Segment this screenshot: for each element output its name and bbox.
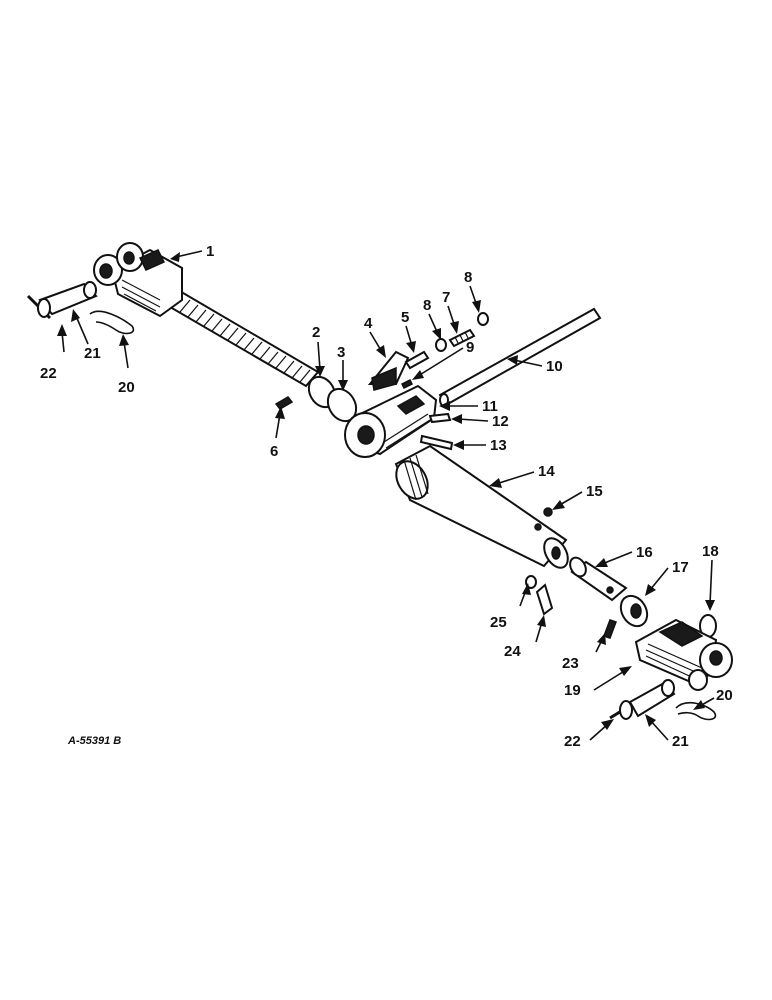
- part-19-lower-yoke: [634, 618, 733, 691]
- callout-3: 3: [337, 344, 345, 361]
- part-4-latch: [367, 350, 410, 391]
- callout-1: 1: [206, 243, 214, 260]
- callout-18: 18: [702, 543, 719, 560]
- callout-labels: 1 22 21 20 6 2 3 4 5 8 7 8 9 10 11 12 13…: [40, 243, 733, 750]
- callout-16: 16: [636, 544, 653, 561]
- part-20-hairpin-lower: [675, 701, 717, 721]
- callout-8-left: 8: [423, 297, 431, 314]
- thread-hatching: [179, 299, 311, 383]
- callout-8-right: 8: [464, 269, 472, 286]
- callout-7: 7: [442, 289, 450, 306]
- callout-23: 23: [562, 655, 579, 672]
- callout-20-upper: 20: [118, 379, 135, 396]
- leader-lines: [57, 250, 715, 741]
- part-11-housing: [344, 384, 438, 458]
- part-21-pin-lower: [628, 679, 676, 718]
- part-14-tube: [394, 444, 569, 569]
- callout-21-upper: 21: [84, 345, 101, 362]
- callout-6: 6: [270, 443, 278, 460]
- part-10-rod: [438, 307, 602, 407]
- callout-12: 12: [492, 413, 509, 430]
- part-13-pin: [419, 434, 454, 451]
- part-8-washer-right: [477, 312, 489, 326]
- callout-25: 25: [490, 614, 507, 631]
- part-23-pin: [603, 619, 617, 639]
- callout-9: 9: [466, 339, 474, 356]
- part-6-key: [274, 396, 294, 410]
- part-16-pin: [569, 556, 628, 602]
- callout-2: 2: [312, 324, 320, 341]
- callout-24: 24: [504, 643, 521, 660]
- callout-20-lower: 20: [716, 687, 733, 704]
- part-24-pin: [535, 583, 554, 616]
- part-17-bushing: [619, 594, 649, 628]
- callout-17: 17: [672, 559, 689, 576]
- callout-22-lower: 22: [564, 733, 581, 750]
- callout-5: 5: [401, 309, 409, 326]
- part-9-pin: [400, 378, 414, 390]
- callout-13: 13: [490, 437, 507, 454]
- drawing-code: A-55391 B: [67, 735, 121, 747]
- part-8-washer-left: [435, 338, 447, 352]
- part-22-handle-upper: [26, 294, 52, 320]
- callout-4: 4: [364, 315, 373, 332]
- callout-19: 19: [564, 682, 581, 699]
- part-12-pin: [428, 412, 452, 424]
- callout-22-upper: 22: [40, 365, 57, 382]
- callout-14: 14: [538, 463, 555, 480]
- callout-10: 10: [546, 358, 563, 375]
- callout-15: 15: [586, 483, 603, 500]
- callout-11: 11: [482, 398, 498, 415]
- part-1-upper-yoke: [93, 242, 320, 388]
- part-7-spring: [448, 328, 476, 348]
- callout-21-lower: 21: [672, 733, 689, 750]
- part-5-pin: [404, 350, 430, 370]
- part-20-hairpin-upper: [89, 310, 135, 335]
- part-15-fitting: [543, 507, 553, 517]
- part-22-handle-lower: [609, 700, 637, 720]
